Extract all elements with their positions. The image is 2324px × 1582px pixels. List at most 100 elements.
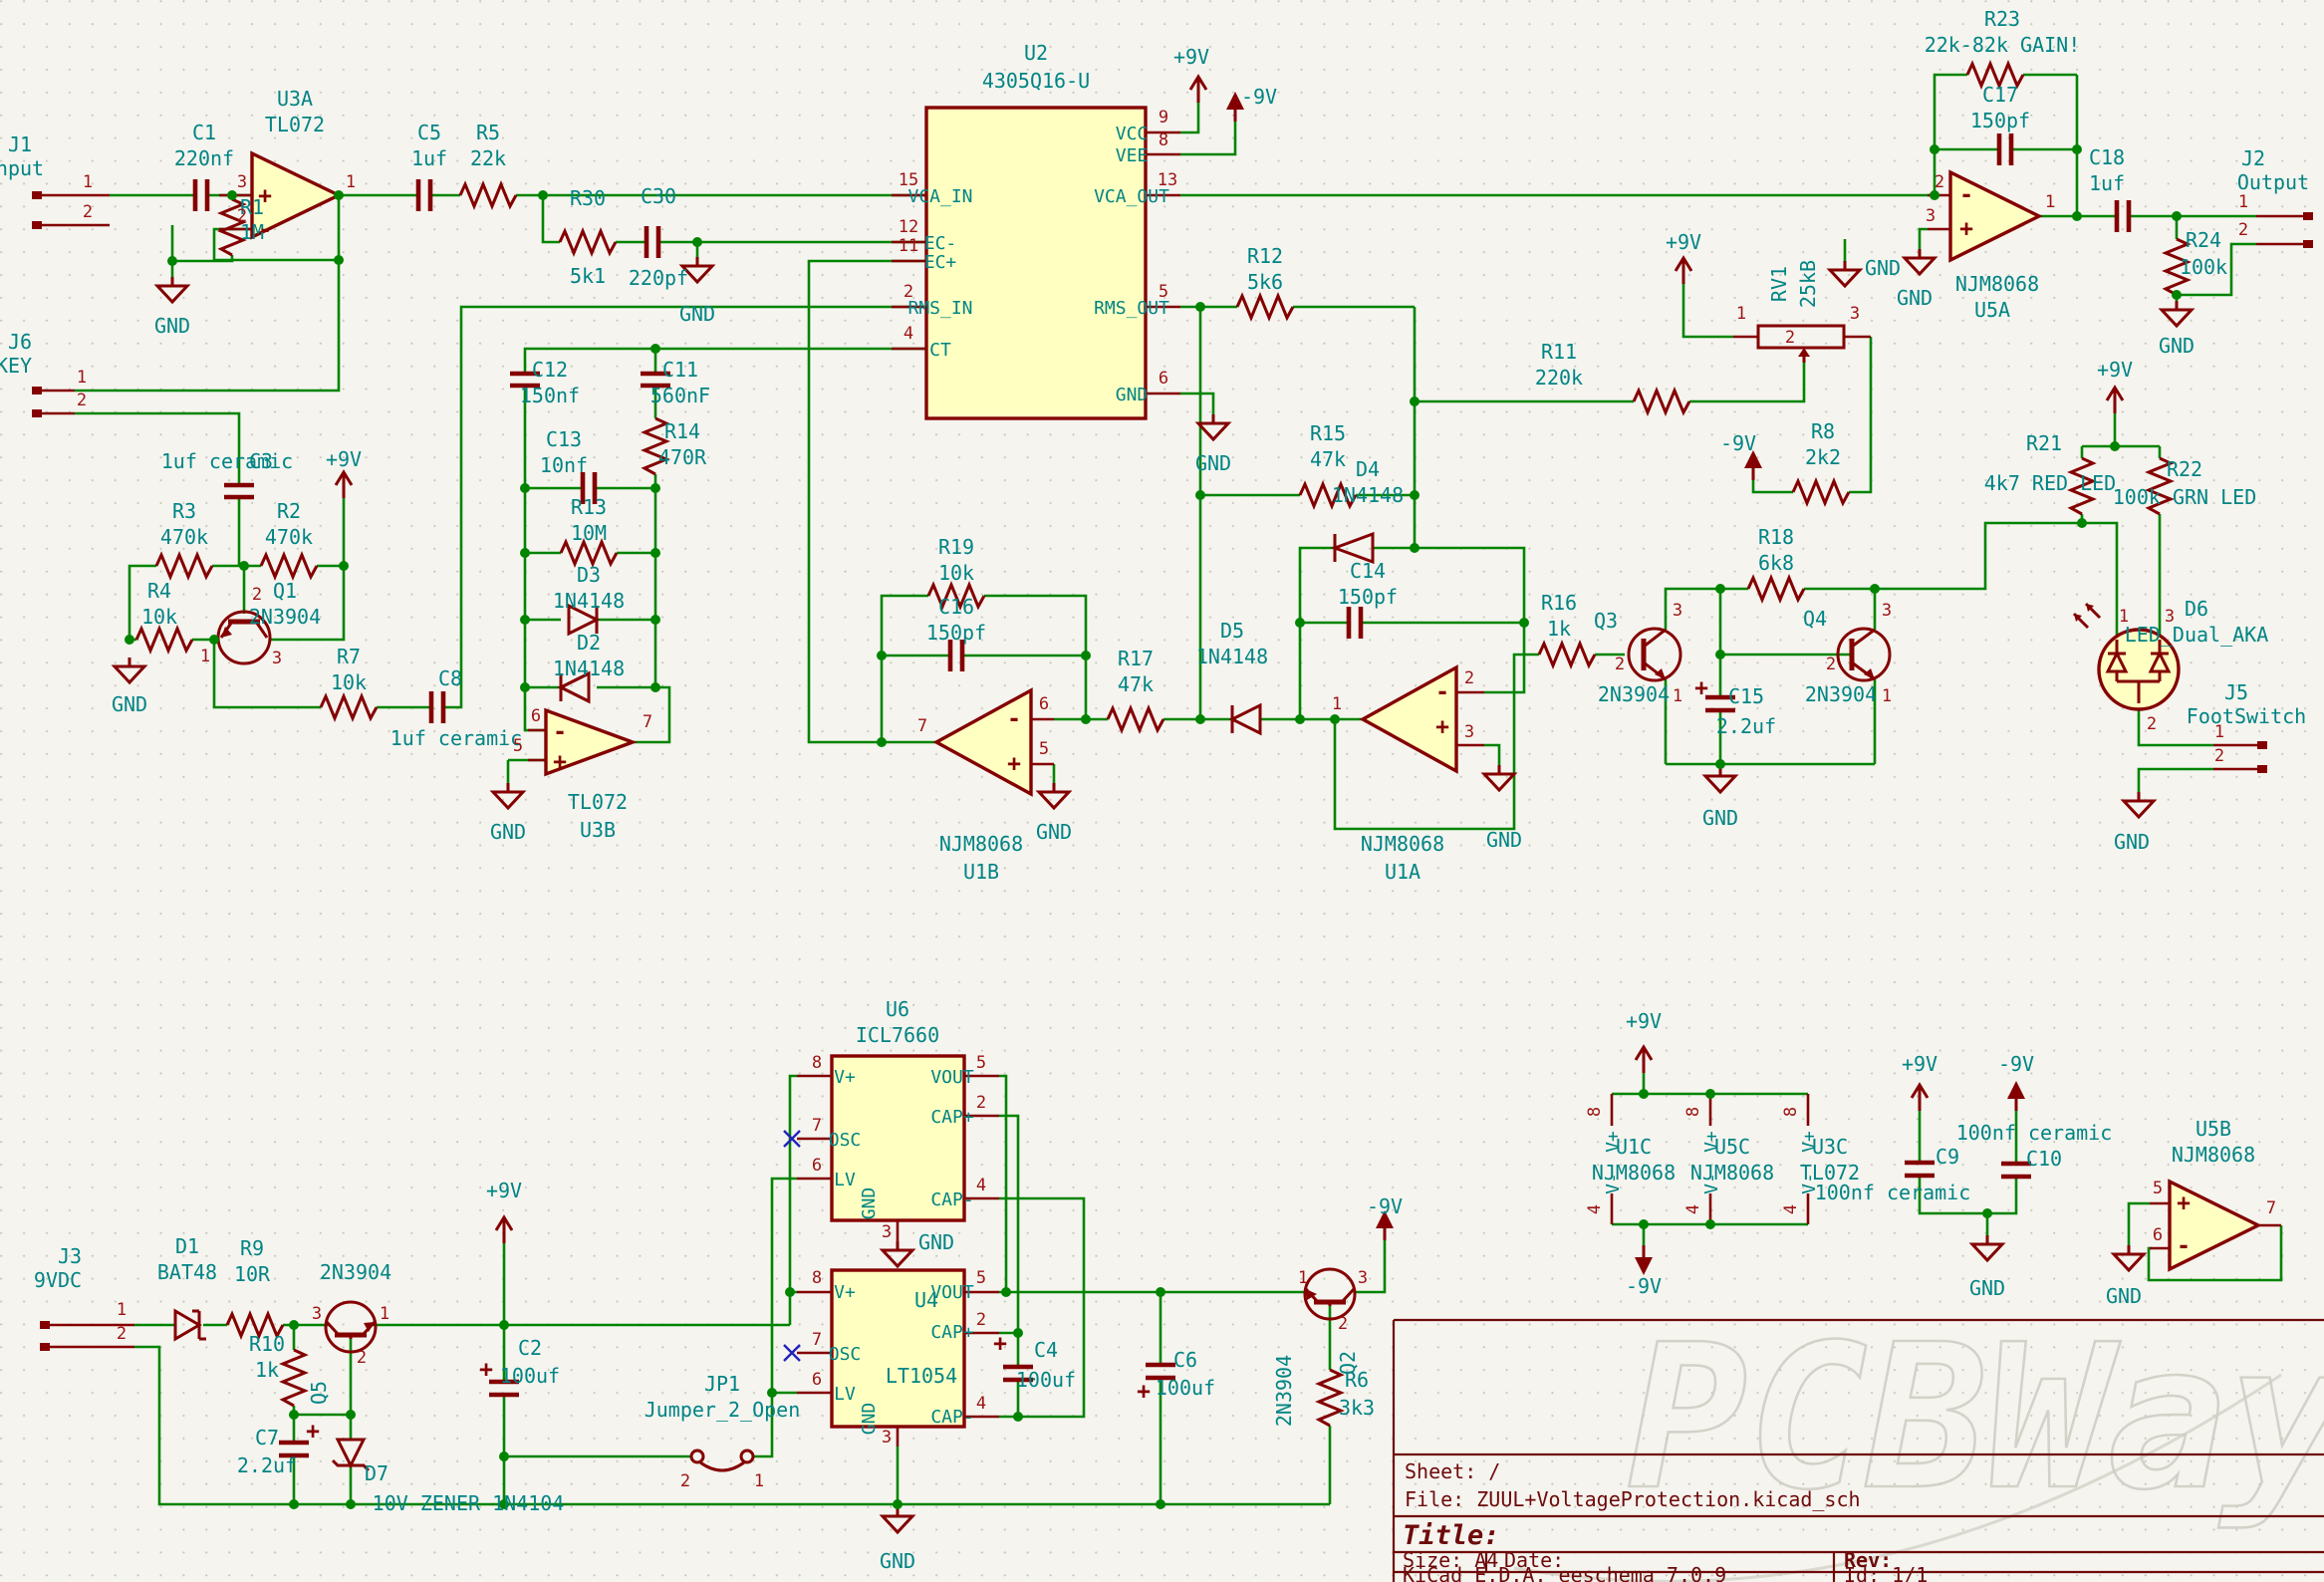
label-10k: 10k [331,670,367,694]
label-j5: J5 [2224,680,2248,704]
label-2n3904: 2N3904 [1272,1355,1296,1427]
label-c8: C8 [438,666,462,690]
label-gnd: GND [679,302,715,326]
label-100k-grn-led: 100k GRN LED [2113,485,2257,509]
label-: - [553,719,567,745]
label-22k: 22k [470,146,506,170]
label-gnd: GND [112,692,147,716]
label-r8: R8 [1811,419,1835,443]
label-gnd: GND [1116,385,1149,405]
label-1: 1 [1298,1268,1308,1288]
d2-body [557,670,591,704]
label-c5: C5 [417,121,441,144]
label-3k3: 3k3 [1339,1396,1375,1420]
label-220nf: 220nf [174,146,234,170]
c10 [2001,1161,2031,1180]
label-9v: -9V [1720,431,1756,455]
label-3: 3 [882,1222,892,1242]
label-47k: 47k [1310,447,1346,471]
d6-dual-led[interactable] [2072,602,2181,711]
label-8: 8 [1683,1107,1703,1117]
u1b-opamp[interactable] [932,687,1033,797]
label-10nf: 10nf [540,453,588,477]
label-9: 9 [1159,108,1168,128]
label-r19: R19 [938,535,974,559]
label-3: 3 [1926,206,1936,226]
label-r1: R1 [240,195,264,219]
label-r9: R9 [240,1236,264,1260]
label-: - [1007,706,1021,732]
label-r17: R17 [1118,647,1154,670]
label-5: 5 [976,1053,986,1073]
label-r14: R14 [664,419,700,443]
label-jumper-2-open: Jumper_2_Open [645,1398,801,1422]
label-470k: 470k [265,525,313,549]
label-u1b: U1B [963,860,999,884]
label-v: V- [1799,1173,1820,1194]
label-d2: D2 [577,631,601,655]
u6-body[interactable] [830,1054,966,1222]
label-cap: CAP+ [930,1322,974,1343]
label-rv1: RV1 [1767,266,1791,302]
label-2: 2 [2147,714,2157,734]
label-25kb: 25kB [1796,260,1820,308]
u1a-opamp[interactable] [1359,664,1458,774]
q5-transistor[interactable] [324,1300,378,1354]
u2-body[interactable] [924,106,1148,420]
label-r3: R3 [172,499,196,523]
label-osc: OSC [829,1130,862,1151]
label-lv: LV [834,1170,856,1190]
label-gnd: GND [1486,828,1522,852]
titleblock-id: Id: 1/1 [1844,1563,1928,1582]
label-8: 8 [812,1268,822,1288]
rv1-potentiometer[interactable] [1756,324,1846,363]
label-4: 4 [1781,1204,1801,1214]
label-c13: C13 [546,427,582,451]
label-key: KEY [0,354,32,378]
d1-schottky [173,1308,206,1342]
u4-body[interactable] [830,1268,966,1429]
titleblock-generator: KiCad E.D.A. eeschema 7.0.9 [1403,1563,1726,1582]
label-5: 5 [1039,739,1049,759]
label-: - [1959,182,1973,208]
label-r2: R2 [277,499,301,523]
label-q2: Q2 [1336,1351,1360,1375]
u3b-opamp[interactable] [544,707,638,777]
label-c3: C3 [249,449,273,473]
label-1: 1 [2238,192,2248,212]
jp1-jumper[interactable] [689,1449,755,1472]
label-2: 2 [83,202,93,222]
label-njm8068: NJM8068 [1592,1161,1676,1185]
label-r15: R15 [1310,421,1346,445]
q4-transistor[interactable] [1836,627,1892,682]
label-2k2: 2k2 [1805,445,1841,469]
label-tl072: TL072 [568,790,628,814]
u5a-opamp[interactable] [1948,169,2043,263]
label-gnd: GND [1195,451,1231,475]
label-9v: -9V [1626,1274,1662,1298]
titleblock-rev: Rev: [1844,1548,1892,1572]
c6 [1146,1362,1175,1381]
label-gnd: GND [1036,820,1072,844]
label-d3: D3 [577,563,601,587]
q3-transistor[interactable] [1627,627,1682,682]
label-icl7660: ICL7660 [856,1023,939,1047]
u3a-opamp[interactable] [250,150,343,240]
label-1: 1 [1736,304,1746,324]
label-vcc: VCC [1116,124,1149,144]
label-ec: EC+ [924,252,957,273]
label-470r: 470R [658,445,707,469]
label-r24: R24 [2186,228,2221,252]
label-9v: -9V [1241,85,1277,109]
c2 [489,1379,519,1398]
c15 [1705,694,1735,713]
q2-transistor[interactable] [1303,1267,1357,1321]
label-1n4148: 1N4148 [553,589,625,613]
label-2n3904: 2N3904 [1805,682,1877,706]
label-1uf-ceramic: 1uf ceramic [390,726,522,750]
label-d5: D5 [1220,619,1244,643]
label-: - [2177,1233,2191,1259]
u5b-opamp[interactable] [2168,1179,2262,1272]
